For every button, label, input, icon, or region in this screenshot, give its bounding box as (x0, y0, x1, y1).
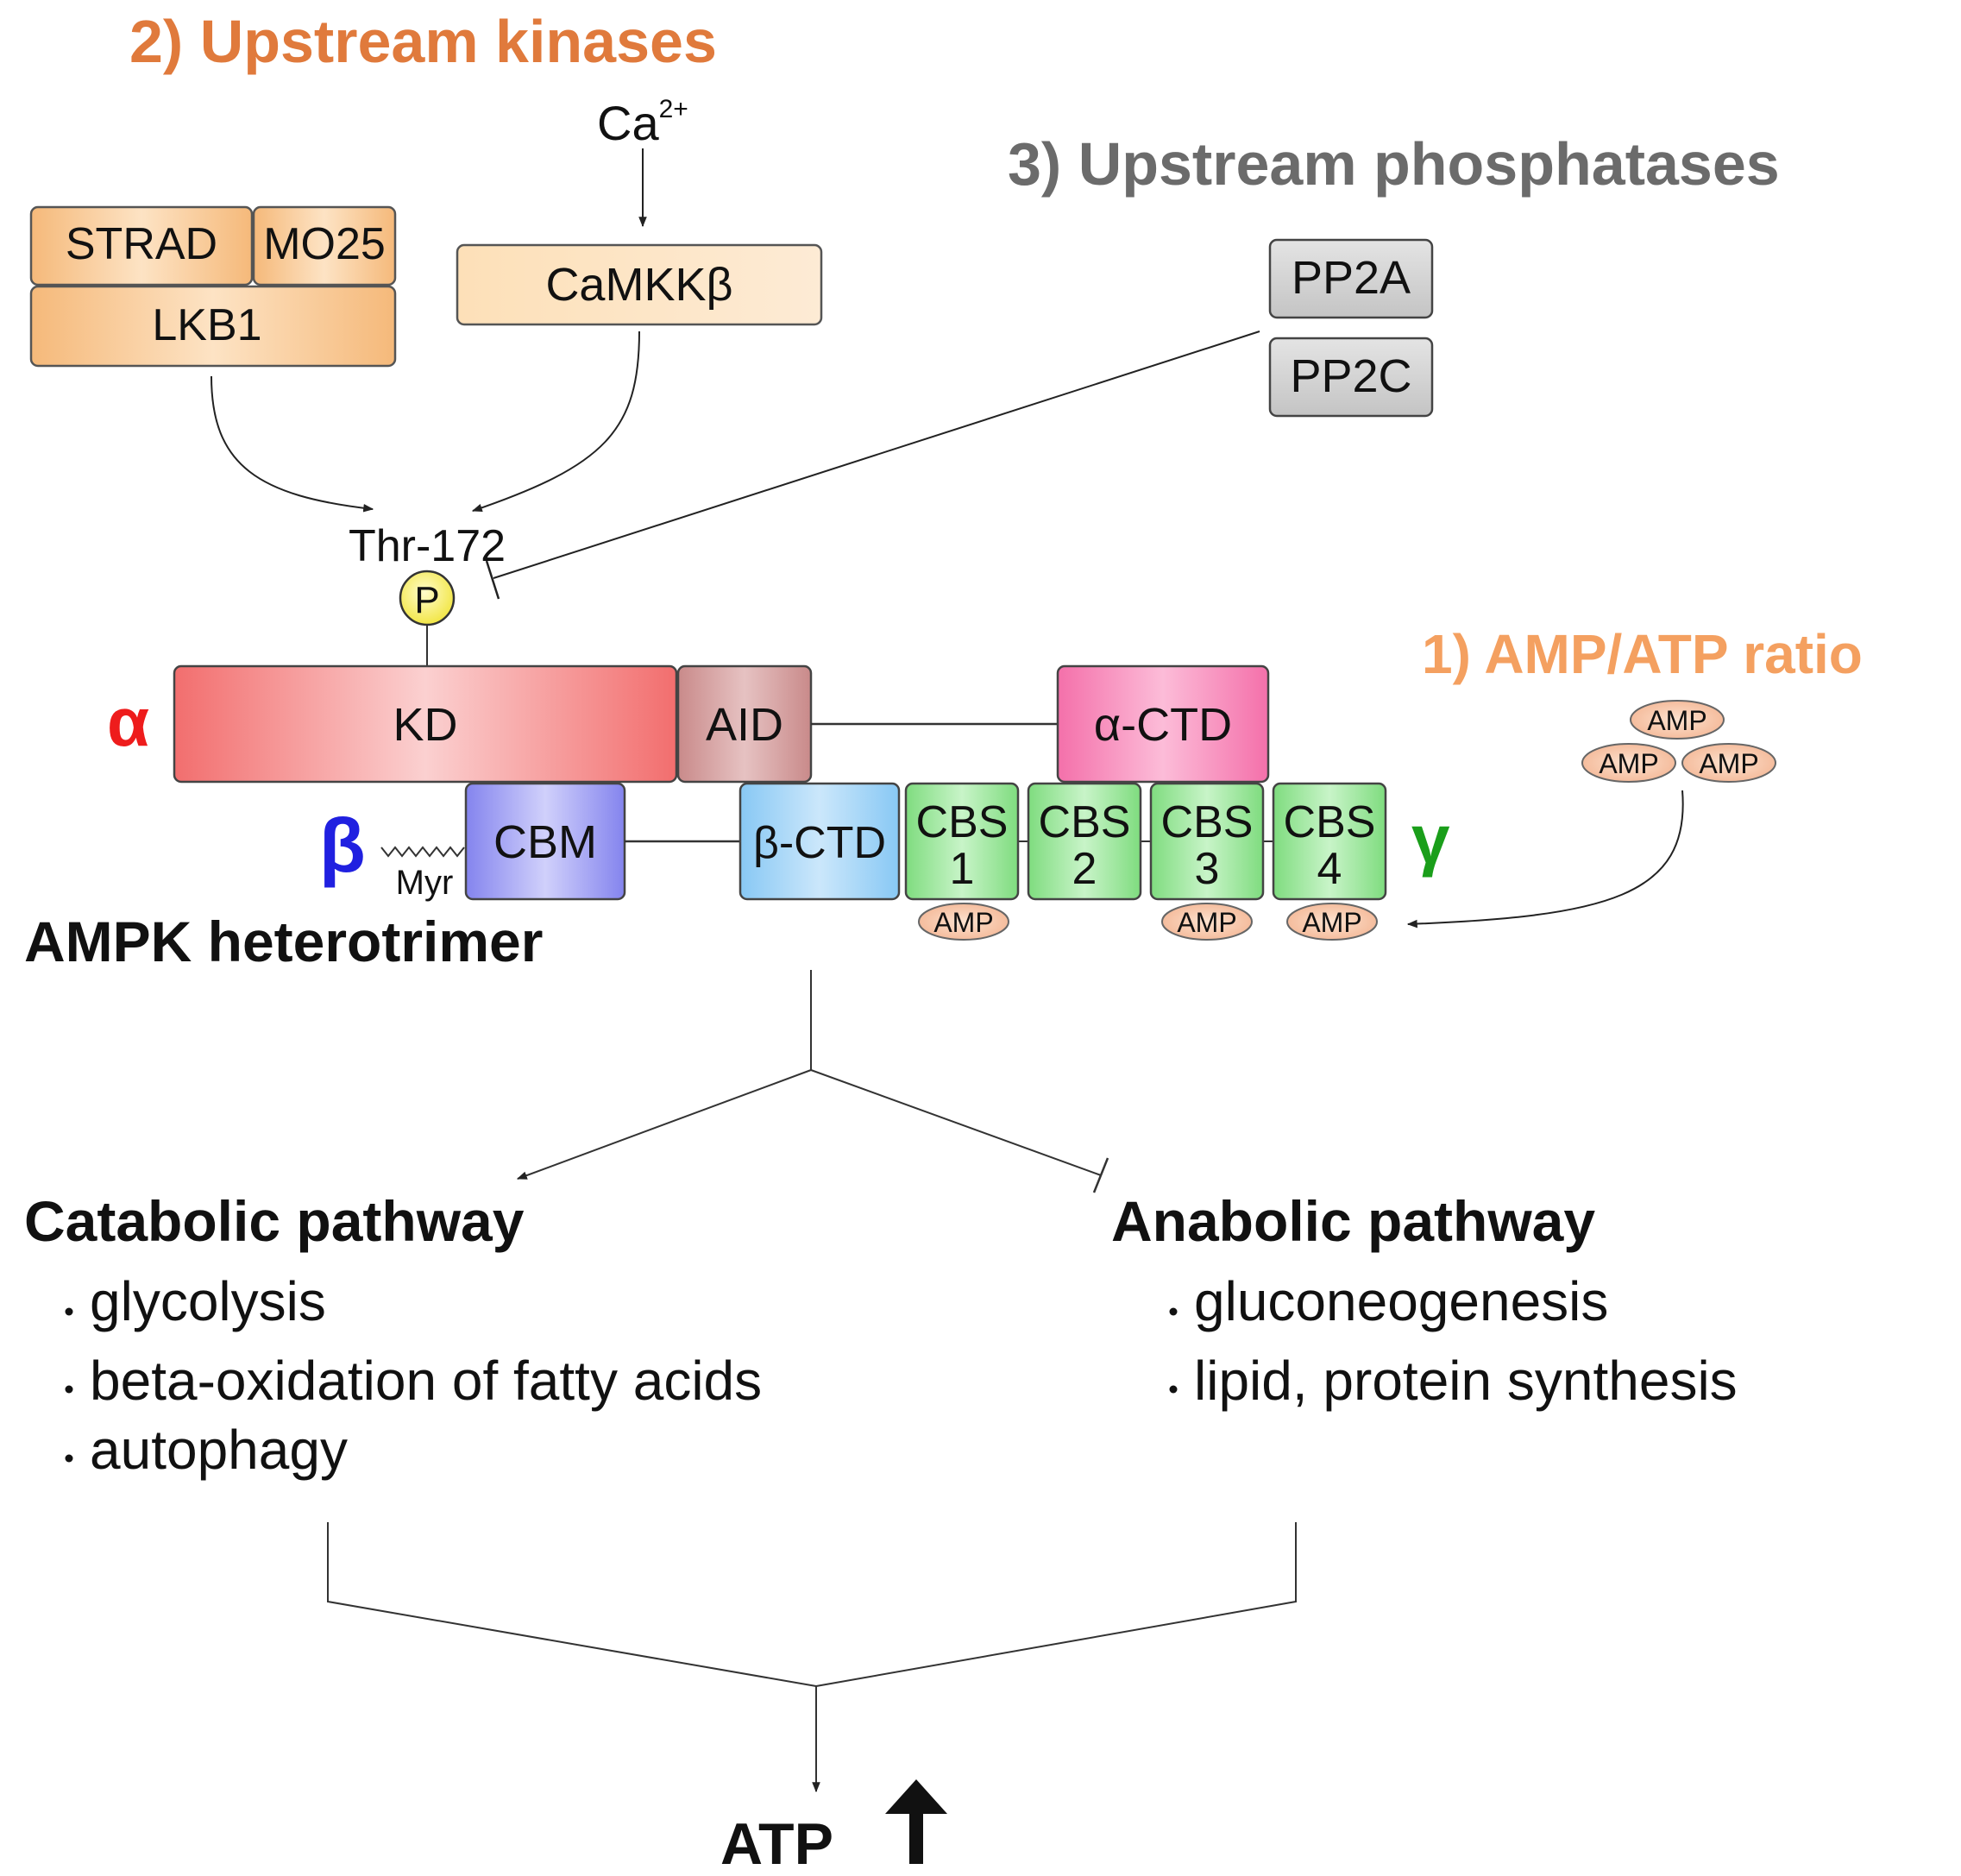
up-arrow-icon (885, 1779, 947, 1864)
cbs-number: 1 (950, 844, 975, 894)
aid-label: AID (706, 699, 783, 751)
upstream-kinases-heading: 2) Upstream kinases (129, 8, 717, 75)
catabolic-bracket (327, 1522, 817, 1687)
camkk-label: CaMKKβ (545, 259, 732, 311)
kd-label: KD (393, 699, 457, 751)
anabolic-item: gluconeogenesis (1194, 1270, 1608, 1332)
cbs-label: CBS (1161, 797, 1254, 847)
bullet-icon (65, 1454, 73, 1463)
anabolic-inhibition-bar (1092, 1157, 1109, 1193)
svg-text:AMP: AMP (1647, 705, 1706, 736)
pp2a-label: PP2A (1292, 252, 1411, 304)
cbs-domain-1: CBS 1 (904, 782, 1020, 901)
gamma-subunit-symbol: γ (1411, 801, 1450, 878)
cbs-domain-2: CBS 2 (1027, 782, 1142, 901)
atp-label: ATP (720, 1811, 833, 1876)
pp2c-box (1268, 337, 1434, 418)
lkb1-activation-arrow (211, 375, 374, 513)
cbs-label: CBS (916, 797, 1009, 847)
free-amp-top: AMP (1630, 700, 1725, 740)
bullet-icon (1169, 1307, 1178, 1316)
cbs-number: 2 (1072, 844, 1097, 894)
svg-text:AMP: AMP (933, 907, 993, 938)
kd-domain (173, 664, 678, 784)
svg-text:AMP: AMP (1177, 907, 1236, 938)
bound-amp-cbs4: AMP (1286, 903, 1378, 941)
thr172-label: Thr-172 (349, 521, 506, 571)
catabolic-item: glycolysis (90, 1270, 326, 1332)
amp-binding-arrow (1406, 790, 1684, 929)
beta-subunit-symbol: β (319, 803, 366, 888)
phosphatase-inhibition-bar (485, 560, 500, 600)
catabolic-list: glycolysis beta-oxidation of fatty acids… (65, 1270, 762, 1481)
bullet-icon (65, 1307, 73, 1316)
phospho-label: P (414, 579, 439, 621)
lkb1-label: LKB1 (152, 300, 261, 350)
catabolic-pathway-title: Catabolic pathway (24, 1189, 525, 1253)
catabolic-item: autophagy (90, 1419, 348, 1481)
pp2a-box (1268, 238, 1434, 319)
anabolic-item: lipid, protein synthesis (1194, 1350, 1738, 1412)
free-amp-left: AMP (1581, 743, 1676, 783)
anabolic-list: gluconeogenesis lipid, protein synthesis (1169, 1270, 1738, 1412)
upstream-phosphatases-heading: 3) Upstream phosphatases (1008, 130, 1780, 198)
anabolic-bracket (815, 1522, 1297, 1687)
bullet-icon (1169, 1385, 1178, 1394)
cbs-label: CBS (1284, 797, 1376, 847)
catabolic-item: beta-oxidation of fatty acids (90, 1350, 762, 1412)
catabolic-activation-arrow (516, 1069, 812, 1180)
svg-text:AMP: AMP (1302, 907, 1361, 938)
cbs-number: 4 (1317, 844, 1342, 894)
myr-label: Myr (396, 864, 454, 902)
mo25-label: MO25 (263, 219, 386, 269)
free-amp-right: AMP (1681, 743, 1776, 783)
lkb1-box (29, 285, 397, 368)
anabolic-pathway-title: Anabolic pathway (1111, 1189, 1595, 1253)
amp-atp-ratio-heading: 1) AMP/ATP ratio (1422, 623, 1863, 685)
anabolic-inhibition-line (810, 1069, 1102, 1176)
calcium-ion-label: Ca2+ (597, 95, 688, 150)
svg-text:AMP: AMP (1699, 748, 1758, 779)
camkk-box (456, 243, 823, 326)
cbm-label: CBM (493, 816, 597, 868)
bullet-icon (65, 1385, 73, 1394)
cbs-label: CBS (1039, 797, 1131, 847)
alpha-ctd-label: α-CTD (1094, 699, 1232, 751)
svg-text:AMP: AMP (1599, 748, 1658, 779)
lkb1-complex: STRAD MO25 LKB1 (29, 205, 397, 368)
phosphatase-inhibition-line (493, 331, 1260, 579)
bound-amp-cbs3: AMP (1161, 903, 1253, 941)
beta-ctd-domain (739, 782, 901, 901)
pp2c-label: PP2C (1290, 350, 1411, 402)
mo25-box (252, 205, 397, 286)
myristoyl-chain (380, 846, 465, 858)
bound-amp-cbs1: AMP (918, 903, 1009, 941)
cbs-domain-3: CBS 3 (1149, 782, 1265, 901)
camkk-activation-arrow (471, 331, 640, 513)
strad-label: STRAD (66, 219, 217, 269)
ampk-heterotrimer-title: AMPK heterotrimer (24, 910, 543, 973)
cbs-domain-4: CBS 4 (1272, 782, 1387, 901)
cbs-number: 3 (1195, 844, 1220, 894)
alpha-ctd-domain (1056, 664, 1270, 784)
alpha-subunit-symbol: α (107, 683, 149, 760)
strad-box (29, 205, 254, 286)
beta-ctd-label: β-CTD (753, 818, 886, 868)
